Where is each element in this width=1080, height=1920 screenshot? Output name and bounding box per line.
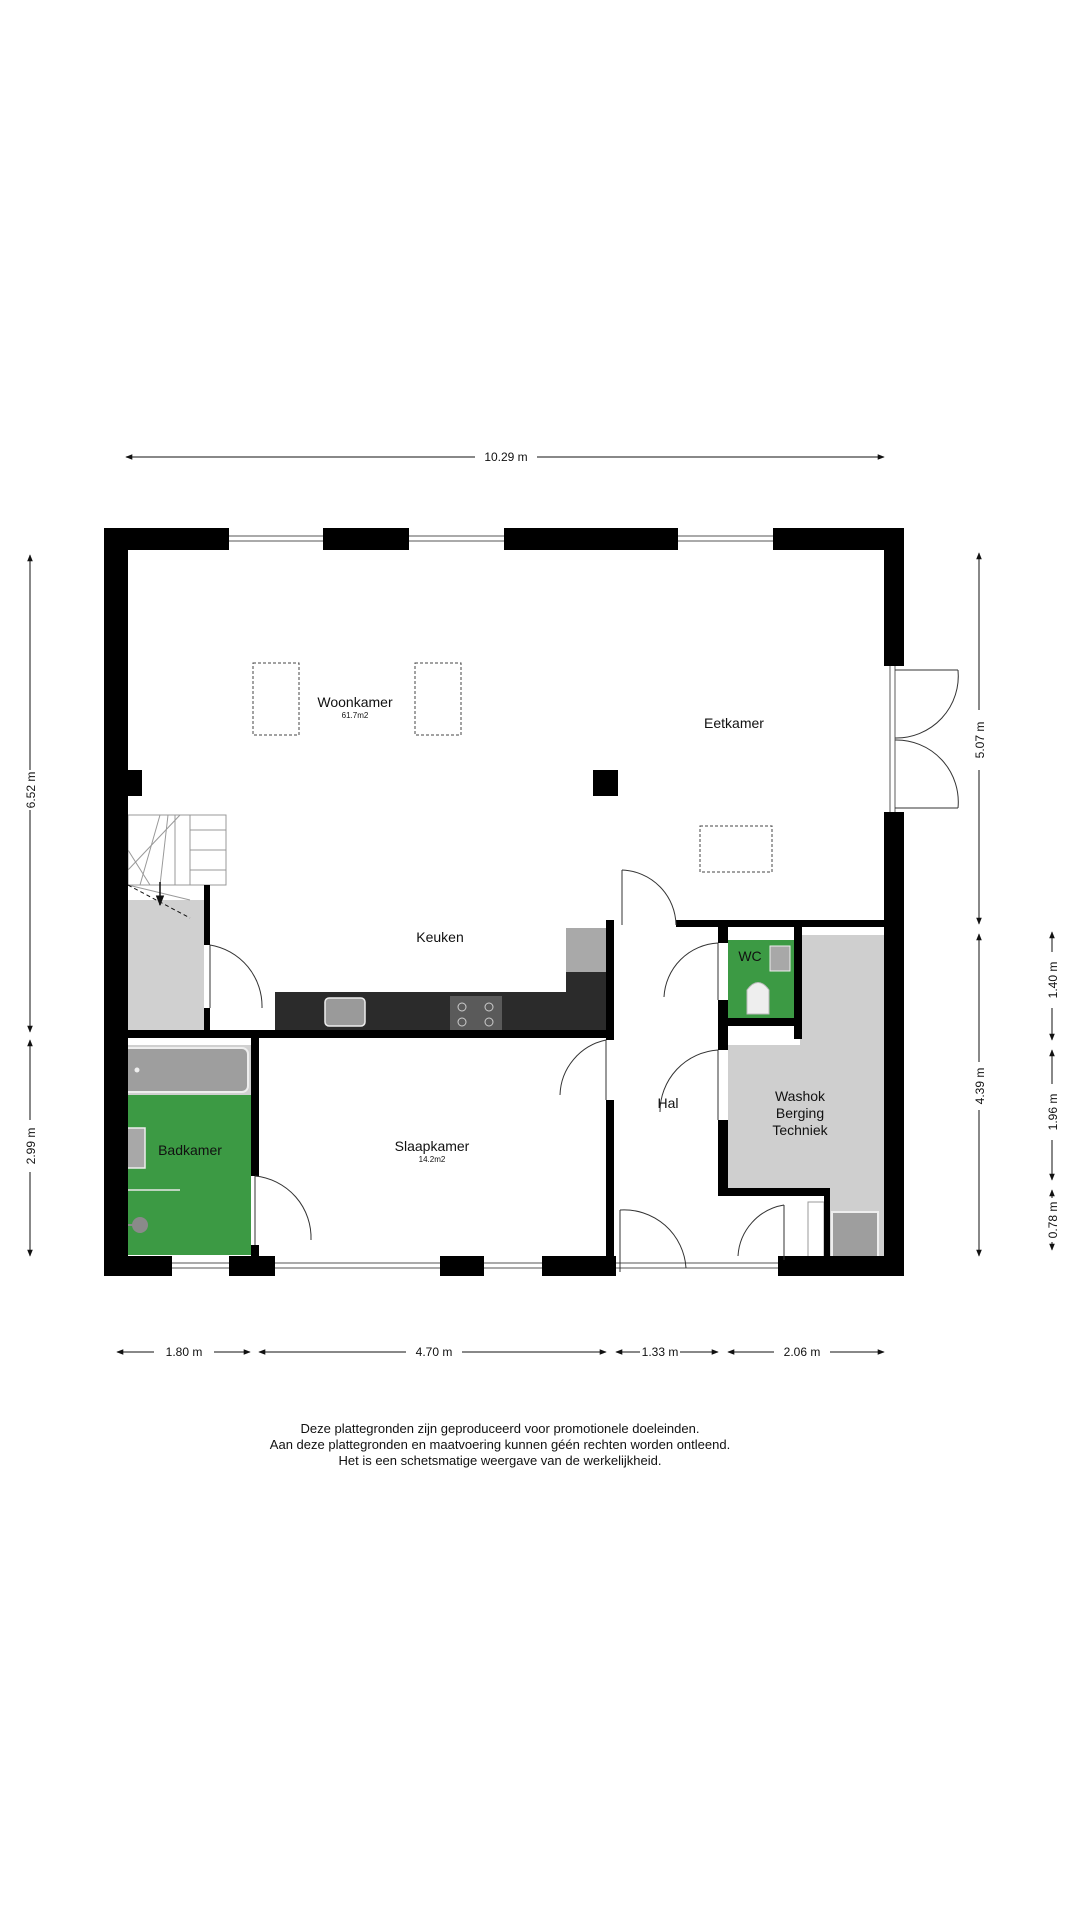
room-label-hal: Hal xyxy=(657,1095,678,1111)
room-label-berging: Berging xyxy=(776,1105,824,1121)
room-label-wc: WC xyxy=(738,948,761,964)
dining-table xyxy=(252,662,300,736)
dimension-bottom-3: 1.33 m xyxy=(642,1345,679,1359)
room-label-keuken: Keuken xyxy=(416,929,463,945)
room-area-slaapkamer: 14.2m2 xyxy=(419,1155,446,1164)
dimension-far-right-top: 1.40 m xyxy=(1046,962,1060,999)
room-label-slaapkamer: Slaapkamer xyxy=(395,1138,470,1154)
dimension-top-width: 10.29 m xyxy=(484,450,527,464)
dimension-left-upper: 6.52 m xyxy=(24,772,38,809)
dimension-right-lower: 4.39 m xyxy=(973,1068,987,1105)
toilet-cistern-icon xyxy=(769,945,791,972)
toilet-icon xyxy=(746,982,770,1015)
dimension-bottom-1: 1.80 m xyxy=(166,1345,203,1359)
windows xyxy=(172,535,896,1269)
room-label-woonkamer: Woonkamer xyxy=(317,694,393,710)
disclaimer-line-2: Aan deze plattegronden en maatvoering ku… xyxy=(269,1437,731,1452)
hob-icon xyxy=(450,996,502,1032)
coffee-table xyxy=(414,662,462,736)
room-label-eetkamer: Eetkamer xyxy=(704,715,764,731)
disclaimer: Deze plattegronden zijn geproduceerd voo… xyxy=(0,1421,1000,1469)
disclaimer-line-1: Deze plattegronden zijn geproduceerd voo… xyxy=(300,1421,700,1436)
room-label-badkamer: Badkamer xyxy=(158,1142,222,1158)
dimension-far-right-bottom: 0.78 m xyxy=(1046,1202,1060,1239)
dimension-bottom-2: 4.70 m xyxy=(416,1345,453,1359)
dimension-far-right-mid: 1.96 m xyxy=(1046,1094,1060,1131)
dimension-left-lower: 2.99 m xyxy=(24,1128,38,1165)
sink-icon xyxy=(324,997,366,1027)
washok-floor xyxy=(728,935,884,1265)
walls xyxy=(104,528,904,1276)
washing-machine-icon xyxy=(831,1211,879,1261)
disclaimer-line-3: Het is een schetsmatige weergave van de … xyxy=(338,1453,662,1468)
room-label-techniek: Techniek xyxy=(772,1122,828,1138)
room-label-washok: Washok xyxy=(775,1088,826,1104)
stair-landing-floor xyxy=(128,900,204,1032)
doors xyxy=(209,669,959,1272)
dimension-bottom-4: 2.06 m xyxy=(784,1345,821,1359)
fridge-unit xyxy=(566,928,610,972)
room-area-woonkamer: 61.7m2 xyxy=(342,711,369,720)
staircase xyxy=(127,814,227,901)
dimension-right-upper: 5.07 m xyxy=(973,722,987,759)
eetkamer-table xyxy=(699,825,773,873)
boiler-icon xyxy=(807,1201,825,1261)
